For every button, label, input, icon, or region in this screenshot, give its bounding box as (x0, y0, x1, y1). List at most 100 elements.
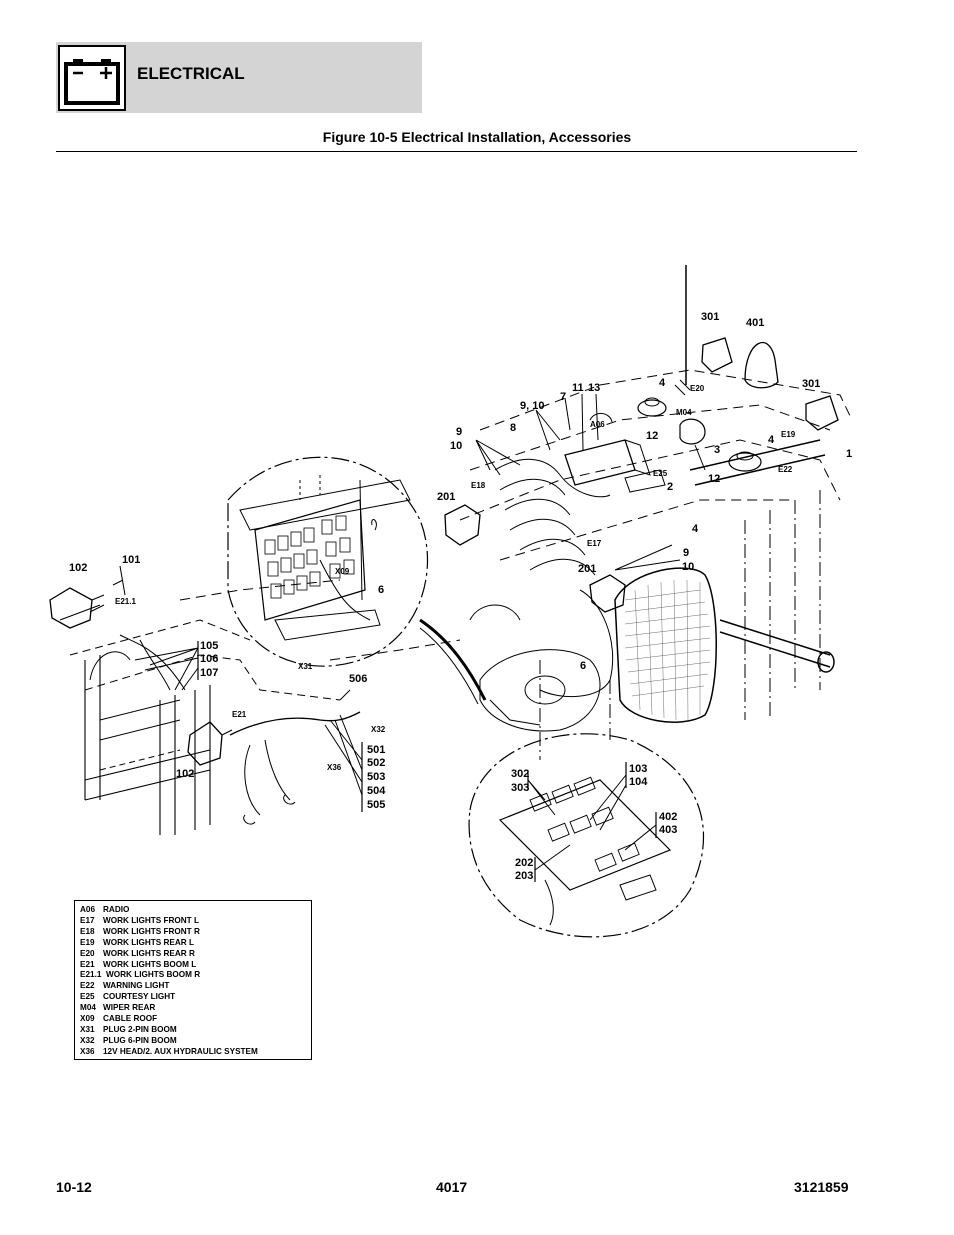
legend-desc: RADIO (103, 905, 130, 914)
callout-3: 3 (714, 444, 721, 456)
callout-506: 506 (349, 673, 368, 685)
callout-x09: X09 (335, 567, 350, 576)
legend-desc: WORK LIGHTS FRONT L (103, 915, 199, 925)
callout-e22: E22 (778, 465, 793, 474)
legend-code: E21 (80, 959, 95, 969)
callout-503: 503 (367, 771, 386, 783)
callout-505: 505 (367, 799, 386, 811)
callout-13: 13 (588, 382, 601, 394)
header-rule (56, 151, 857, 152)
callout-e20: E20 (690, 384, 705, 393)
legend-code: E18 (80, 926, 95, 936)
callout-6: 6 (378, 584, 385, 596)
document-number: 3121859 (794, 1179, 849, 1195)
callout-9: 9 (683, 547, 690, 559)
callout-8: 8 (510, 422, 517, 434)
legend-row: E17 WORK LIGHTS FRONT L (80, 916, 311, 927)
legend-desc: WORK LIGHTS FRONT R (103, 926, 200, 936)
callout-402: 402 (659, 811, 678, 823)
callout-502: 502 (367, 757, 386, 769)
callout-201: 201 (578, 563, 597, 575)
figure-title: Figure 10-5 Electrical Installation, Acc… (322, 129, 632, 145)
legend-desc: 12V HEAD/2. AUX HYDRAULIC SYSTEM (103, 1046, 258, 1056)
callout-4: 4 (692, 523, 699, 535)
callout-e21: E21 (232, 710, 247, 719)
legend-desc: WIPER REAR (103, 1003, 156, 1013)
section-title: ELECTRICAL (137, 64, 245, 83)
legend-desc: WORK LIGHTS REAR L (103, 937, 194, 947)
callout-6: 6 (580, 660, 587, 672)
callout-e25: E25 (653, 469, 668, 478)
callout-103: 103 (629, 763, 648, 775)
legend-row: E25 COURTESY LIGHT (80, 992, 311, 1003)
callout-10: 10 (682, 561, 695, 573)
callout-12: 12 (646, 430, 659, 442)
legend-code: E25 (80, 992, 95, 1002)
legend-row: E19 WORK LIGHTS REAR L (80, 938, 311, 949)
legend-row: E21.1 WORK LIGHTS BOOM R (80, 970, 311, 981)
callout-501: 501 (367, 744, 386, 756)
callout-101: 101 (122, 554, 141, 566)
legend-code: E20 (80, 948, 95, 958)
callout-303: 303 (511, 782, 530, 794)
legend-row: X31 PLUG 2-PIN BOOM (80, 1025, 311, 1036)
legend-row: X32 PLUG 6-PIN BOOM (80, 1036, 311, 1047)
callout-a06: A06 (590, 420, 605, 429)
model-number: 4017 (436, 1179, 468, 1195)
legend-row: X36 12V HEAD/2. AUX HYDRAULIC SYSTEM (80, 1047, 311, 1058)
callout-e18: E18 (471, 481, 486, 490)
callout-m04: M04 (676, 408, 692, 417)
callout-504: 504 (367, 785, 386, 797)
legend-code: M04 (80, 1003, 96, 1013)
legend-desc: WORK LIGHTS REAR R (103, 948, 195, 958)
callout-7: 7 (560, 391, 567, 403)
legend-code: E22 (80, 981, 95, 991)
legend-code: E21.1 (80, 970, 102, 980)
legend-code: E17 (80, 915, 95, 925)
legend-desc: CABLE ROOF (103, 1014, 158, 1024)
callout-e17: E17 (587, 539, 602, 548)
legend-row: A06 RADIO (80, 905, 311, 916)
callout-x32: X32 (371, 725, 386, 734)
callout-203: 203 (515, 870, 534, 882)
legend-desc: COURTESY LIGHT (103, 992, 176, 1002)
callout-301: 301 (802, 378, 821, 390)
callout-10: 10 (450, 440, 463, 452)
legend-code: X31 (80, 1024, 95, 1034)
legend-code: X32 (80, 1035, 95, 1045)
legend-code: X09 (80, 1014, 95, 1024)
callout-104: 104 (629, 776, 648, 788)
battery-icon (56, 42, 128, 113)
callout-x36: X36 (327, 763, 342, 772)
callout-102: 102 (69, 562, 88, 574)
legend-desc: WARNING LIGHT (103, 981, 170, 991)
callout-9-10: 9, 10 (520, 400, 545, 412)
legend-row: E20 WORK LIGHTS REAR R (80, 949, 311, 960)
callout-9: 9 (456, 426, 463, 438)
callout-12: 12 (708, 473, 721, 485)
legend-code: X36 (80, 1046, 95, 1056)
callout-e21-1: E21.1 (115, 597, 136, 606)
legend-desc: PLUG 2-PIN BOOM (103, 1024, 177, 1034)
callout-302: 302 (511, 768, 530, 780)
legend-code: A06 (80, 905, 96, 914)
legend-row: M04 WIPER REAR (80, 1003, 311, 1014)
callout-403: 403 (659, 824, 678, 836)
legend-row: E18 WORK LIGHTS FRONT R (80, 927, 311, 938)
legend-code: E19 (80, 937, 95, 947)
callout-x31: X31 (298, 662, 313, 671)
callout-107: 107 (200, 667, 219, 679)
legend-row: X09 CABLE ROOF (80, 1014, 311, 1025)
callout-2: 2 (667, 481, 674, 493)
page-number: 10-12 (56, 1179, 92, 1195)
legend-row: E22 WARNING LIGHT (80, 981, 311, 992)
callout-1: 1 (846, 448, 853, 460)
callout-401: 401 (746, 317, 765, 329)
legend-desc: PLUG 6-PIN BOOM (103, 1035, 177, 1045)
legend-desc: WORK LIGHTS BOOM R (106, 970, 201, 980)
callout-301: 301 (701, 311, 720, 323)
callout-4: 4 (768, 434, 775, 446)
